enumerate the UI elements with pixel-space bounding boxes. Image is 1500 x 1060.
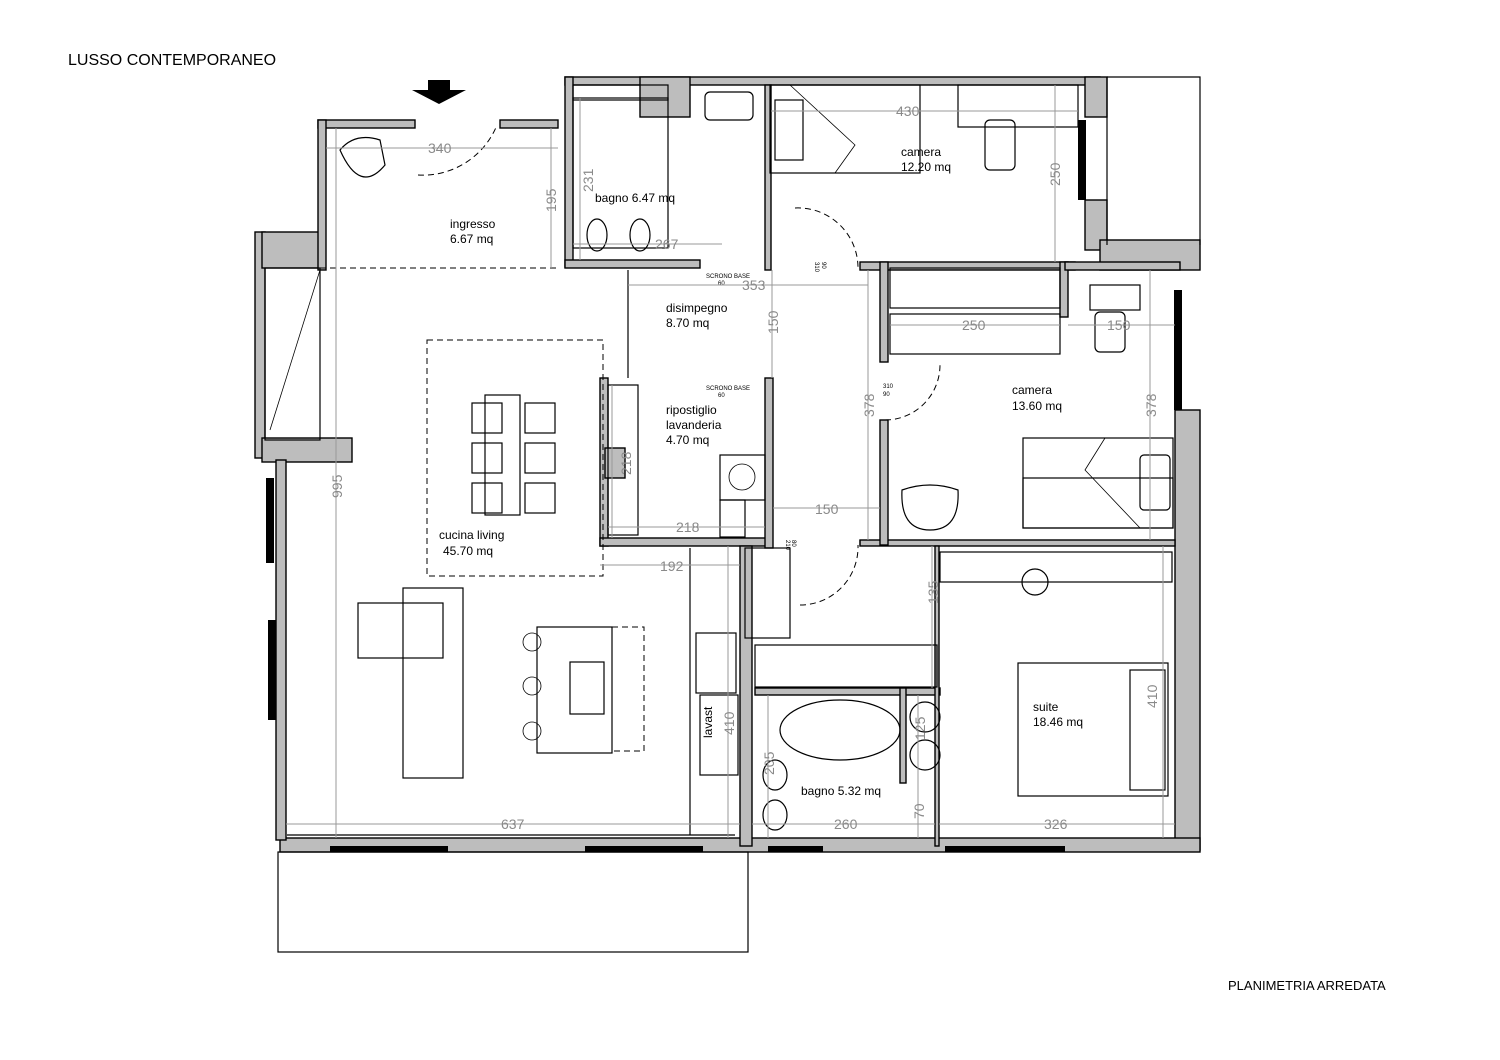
scrigno-width: 60	[718, 281, 725, 287]
dim-410-b: 410	[1144, 684, 1160, 708]
dim-218-a: 218	[618, 451, 634, 475]
room-bagno2-label: bagno 5.32 mq	[801, 784, 881, 798]
wardrobe	[889, 267, 1061, 309]
room-disimpegno-name: disimpegno	[666, 301, 728, 315]
room-ripostiglio-area: 4.70 mq	[666, 433, 709, 447]
bed-suite	[1017, 662, 1169, 797]
dimension-lines	[286, 85, 1175, 838]
dim-267: 267	[655, 236, 679, 252]
door-2-height: 310	[883, 384, 894, 390]
room-suite-name: suite	[1033, 700, 1059, 714]
dim-250: 250	[1047, 162, 1063, 186]
sofa	[402, 587, 464, 779]
dim-353: 353	[742, 277, 766, 293]
room-camera2-name: camera	[1012, 383, 1052, 397]
dim-250-b: 250	[962, 317, 986, 333]
dim-205: 205	[761, 751, 777, 775]
room-ripostiglio-name: ripostiglio	[666, 403, 717, 417]
dim-70: 70	[911, 803, 927, 819]
dim-260: 260	[834, 816, 858, 832]
room-disimpegno-area: 8.70 mq	[666, 316, 709, 330]
walls	[254, 76, 1201, 853]
room-ripostiglio-name2: lavanderia	[666, 418, 722, 432]
sink	[704, 91, 754, 121]
desk-camera-1	[957, 84, 1079, 128]
dim-231: 231	[580, 168, 596, 192]
kitchen-island	[536, 626, 613, 754]
bathtub	[779, 699, 901, 761]
furniture	[264, 84, 1174, 835]
room-camera2-area: 13.60 mq	[1012, 399, 1062, 413]
dim-150-b: 150	[1107, 317, 1131, 333]
lavastoviglie-label: lavast	[701, 706, 715, 738]
dim-410-a: 410	[721, 711, 737, 735]
dim-340: 340	[428, 140, 452, 156]
dimension-labels: 340 195 231 267 430 250 353 150 250 150 …	[329, 103, 1160, 832]
room-cucina-area: 45.70 mq	[443, 544, 493, 558]
door-1-width: 90	[820, 262, 826, 269]
door-3-width: 80	[790, 540, 796, 547]
dim-218-b: 218	[676, 519, 700, 535]
dim-192: 192	[660, 558, 684, 574]
door-2-width: 90	[883, 392, 890, 398]
drawing-footer: PLANIMETRIA ARREDATA	[1228, 978, 1386, 993]
scrigno-label: SCRONO BASE	[706, 274, 750, 280]
scrigno-label-2: SCRONO BASE	[706, 386, 750, 392]
drawing-title: LUSSO CONTEMPORANEO	[68, 52, 277, 69]
dim-378-b: 378	[1143, 393, 1159, 417]
door-1-height: 310	[813, 262, 819, 273]
room-suite-area: 18.46 mq	[1033, 715, 1083, 729]
room-ingresso-name: ingresso	[450, 217, 496, 231]
armchair	[901, 484, 959, 531]
dim-135: 135	[925, 580, 941, 604]
room-cucina-name: cucina living	[439, 528, 504, 542]
room-camera1-area: 12.20 mq	[901, 160, 951, 174]
entrance-arrow-icon	[412, 80, 466, 104]
dim-378-a: 378	[861, 393, 877, 417]
dim-995: 995	[329, 474, 345, 498]
room-bagno1-label: bagno 6.47 mq	[595, 191, 675, 205]
room-ingresso-area: 6.67 mq	[450, 232, 493, 246]
room-labels: ingresso 6.67 mq bagno 6.47 mq camera 12…	[439, 145, 1083, 798]
dim-125: 125	[912, 716, 928, 740]
dim-326: 326	[1044, 816, 1068, 832]
scrigno-width-2: 60	[718, 393, 725, 399]
bed-camera-1	[769, 84, 921, 174]
dim-195: 195	[543, 188, 559, 212]
dim-150-a: 150	[765, 310, 781, 334]
dim-430: 430	[896, 103, 920, 119]
dim-150-c: 150	[815, 501, 839, 517]
armchair-ingresso	[339, 137, 386, 178]
dim-637: 637	[501, 816, 525, 832]
outline-lines	[277, 76, 1201, 953]
bed-camera-2	[1022, 437, 1174, 529]
door-3-height: 210	[784, 540, 790, 551]
windows	[266, 120, 1182, 852]
room-camera1-name: camera	[901, 145, 941, 159]
